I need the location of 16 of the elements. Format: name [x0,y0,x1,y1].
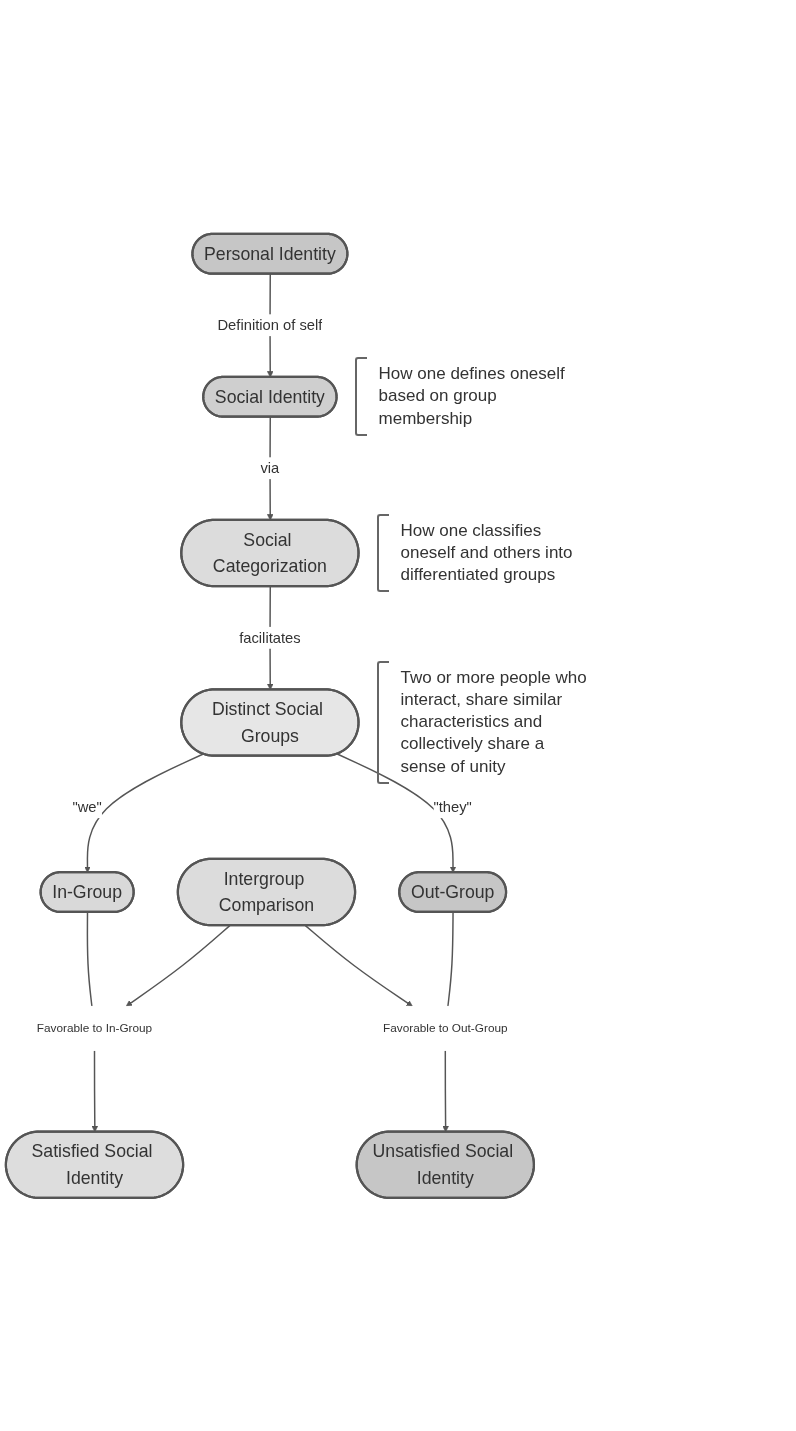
node-text: Favorable to In-Group [36,1021,153,1034]
note-text: How one classifies oneself and others into differentiated groups [399,519,574,586]
arrow [304,924,413,1007]
edge-label: Definition of self [217,316,323,333]
edge-label: facilitates [239,629,301,646]
connector [447,911,454,1007]
edge-label: "they" [433,798,472,815]
arrow [442,1049,449,1132]
edge-label: via [260,459,280,476]
connector [86,911,93,1007]
arrow [125,924,231,1007]
edge-label: "we" [72,798,102,815]
node-text: Favorable to Out-Group [383,1021,508,1034]
note-text: How one defines oneself based on group membership [377,363,566,430]
note-text: Two or more people who interact, share similar characteristics and collectively share a sense of unity [399,667,588,778]
arrow [91,1049,99,1132]
